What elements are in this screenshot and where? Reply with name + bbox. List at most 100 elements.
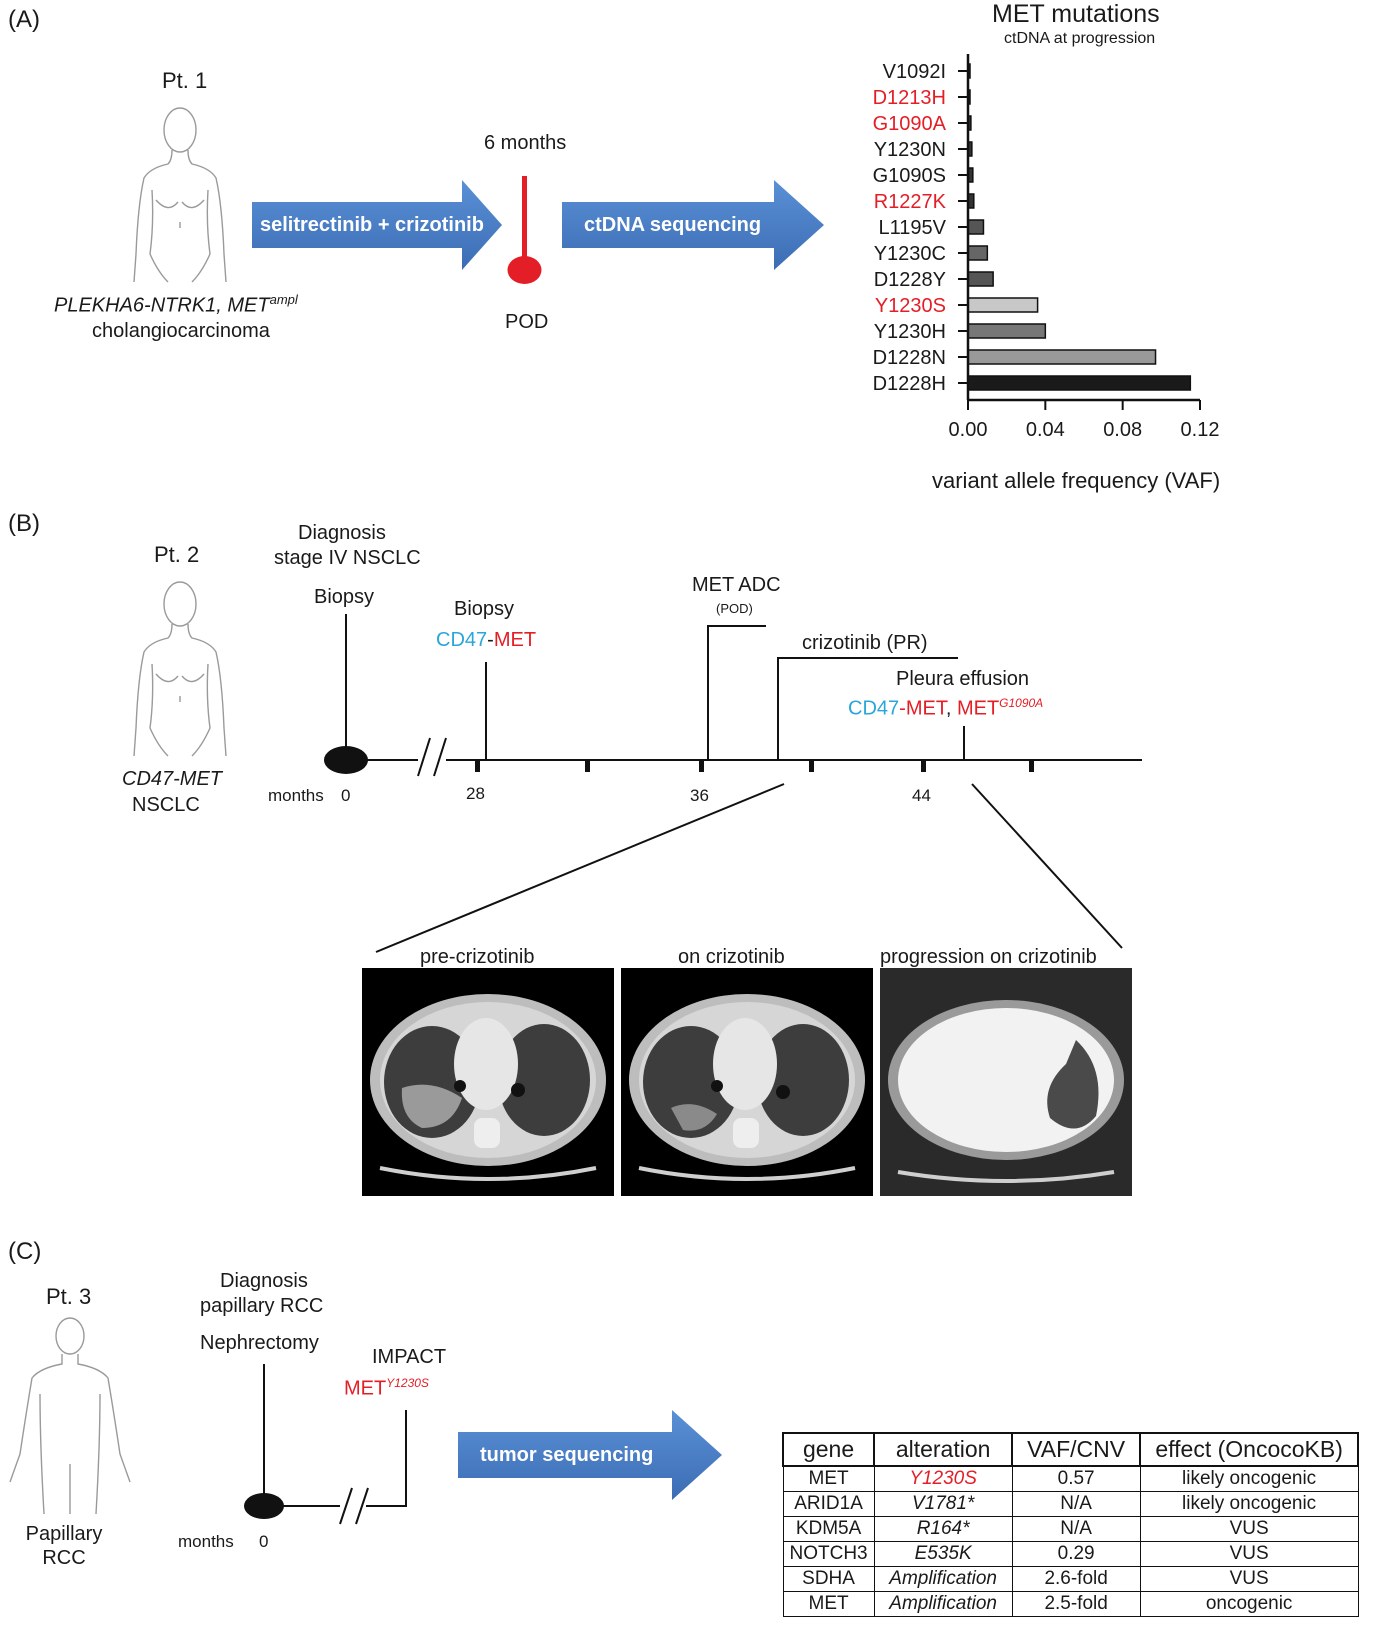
mutation-table: gene alteration VAF/CNV effect (OncocoKB… <box>781 1432 1360 1617</box>
alteration-cell: V1781* <box>873 1491 1013 1517</box>
chart-xlabel: variant allele frequency (VAF) <box>932 468 1221 493</box>
column-header: gene <box>781 1432 876 1467</box>
biopsy-1-label: Biopsy <box>314 586 375 608</box>
diagnosis-line-1: Diagnosis <box>220 1270 308 1292</box>
table-header-row: gene alteration VAF/CNV effect (OncocoKB… <box>781 1432 1360 1467</box>
diagnosis-line-2: papillary RCC <box>200 1295 324 1317</box>
impact-label: IMPACT <box>372 1346 447 1368</box>
gene-cell: MET <box>782 1465 875 1492</box>
effect-cell: VUS <box>1139 1566 1359 1592</box>
female-figure-icon <box>133 581 227 757</box>
biopsy-2-result: CD47-MET <box>436 629 537 651</box>
crizotinib-label: crizotinib (PR) <box>802 632 928 654</box>
category-label: V1092I <box>883 61 946 83</box>
pleura-label: Pleura effusion <box>896 668 1030 690</box>
timepoint-label: 6 months <box>484 132 567 154</box>
effect-cell: oncogenic <box>1139 1591 1359 1617</box>
panel-a-label: (A) <box>8 6 40 33</box>
effect-cell: VUS <box>1139 1516 1359 1542</box>
vaf-cell: 2.6-fold <box>1011 1566 1141 1592</box>
vaf-cell: N/A <box>1011 1491 1141 1517</box>
patient-2-fusion: CD47-MET <box>122 768 223 790</box>
vaf-cell: 2.5-fold <box>1011 1591 1141 1617</box>
nephrectomy-label: Nephrectomy <box>200 1332 319 1354</box>
alteration-cell: R164* <box>873 1516 1013 1542</box>
met-adc-label: MET ADC <box>692 574 781 596</box>
alteration-cell: Y1230S <box>873 1465 1013 1492</box>
column-header: VAF/CNV <box>1011 1432 1142 1467</box>
table-row: ARID1A V1781* N/A likely oncogenic <box>782 1491 1359 1517</box>
table-row: NOTCH3 E535K 0.29 VUS <box>782 1541 1359 1567</box>
table-row: SDHA Amplification 2.6-fold VUS <box>782 1566 1359 1592</box>
column-header: alteration <box>873 1432 1014 1467</box>
ctdna-arrow-label: ctDNA sequencing <box>584 214 762 236</box>
category-label: L1195V <box>879 217 947 239</box>
ct-caption: progression on crizotinib <box>880 946 1097 968</box>
panel-c-label: (C) <box>8 1238 42 1265</box>
effect-cell: likely oncogenic <box>1139 1465 1359 1492</box>
tick-label: 44 <box>912 786 931 805</box>
x-tick-label: 0.08 <box>1103 419 1142 441</box>
table-row: MET Y1230S 0.57 likely oncogenic <box>782 1465 1359 1492</box>
fusion-text: PLEKHA6-NTRK1, METampl <box>54 292 298 317</box>
patient-3-diagnosis: Papillary RCC <box>25 1523 103 1569</box>
met-adc-pod: (POD) <box>716 601 753 616</box>
pod-marker <box>507 176 542 284</box>
patient-2-label: Pt. 2 <box>154 542 200 567</box>
months-label: months <box>268 786 324 805</box>
panel-b-label: (B) <box>8 510 40 537</box>
gene-cell: KDM5A <box>782 1516 875 1542</box>
impact-result: METY1230S <box>344 1376 429 1400</box>
tick-label: 0 <box>341 786 351 805</box>
gene-cell: NOTCH3 <box>782 1541 875 1567</box>
category-label: Y1230C <box>874 243 946 265</box>
male-figure-icon <box>9 1317 131 1515</box>
chart-subtitle: ctDNA at progression <box>1004 30 1156 47</box>
category-label: G1090A <box>873 113 947 135</box>
patient-1-label: Pt. 1 <box>162 68 208 93</box>
vaf-cell: 0.29 <box>1011 1541 1141 1567</box>
therapy-arrow: selitrectinib + crizotinib <box>252 180 502 270</box>
ct-scan-pre-crizotinib <box>362 968 614 1196</box>
x-tick-label: 0.12 <box>1181 419 1220 441</box>
category-label: Y1230N <box>874 139 946 161</box>
tumor-sequencing-label: tumor sequencing <box>480 1444 654 1466</box>
category-label: Y1230S <box>875 295 946 317</box>
x-tick-label: 0.04 <box>1026 419 1065 441</box>
patient-2-timeline <box>324 614 1142 953</box>
category-label: D1228N <box>873 347 946 369</box>
gene-cell: ARID1A <box>782 1491 875 1517</box>
chart-title: MET mutations <box>992 0 1160 28</box>
pleura-result: CD47-MET, METG1090A <box>848 696 1044 720</box>
tick-label: 36 <box>690 786 709 805</box>
diagnosis-line-2: stage IV NSCLC <box>274 547 421 569</box>
vaf-cell: N/A <box>1011 1516 1141 1542</box>
patient-3-timeline <box>244 1364 407 1525</box>
diagnosis-text: cholangiocarcinoma <box>92 320 270 342</box>
tick-label: 0 <box>259 1532 269 1551</box>
therapy-arrow-label: selitrectinib + crizotinib <box>260 214 484 236</box>
vaf-cell: 0.57 <box>1011 1465 1141 1492</box>
gene-cell: MET <box>782 1591 875 1617</box>
alteration-cell: Amplification <box>873 1566 1013 1592</box>
table-row: KDM5A R164* N/A VUS <box>782 1516 1359 1542</box>
tumor-sequencing-arrow: tumor sequencing <box>458 1410 722 1500</box>
effect-cell: likely oncogenic <box>1139 1491 1359 1517</box>
category-label: D1213H <box>873 87 946 109</box>
category-label: D1228Y <box>874 269 946 291</box>
ct-caption: pre-crizotinib <box>420 946 535 968</box>
ct-caption: on crizotinib <box>678 946 785 968</box>
x-tick-label: 0.00 <box>949 419 988 441</box>
category-label: Y1230H <box>874 321 946 343</box>
category-label: R1227K <box>874 191 947 213</box>
alteration-cell: E535K <box>873 1541 1013 1567</box>
months-label: months <box>178 1532 234 1551</box>
patient-2-diagnosis: NSCLC <box>132 794 200 816</box>
effect-cell: VUS <box>1139 1541 1359 1567</box>
female-figure-icon <box>133 107 227 283</box>
biopsy-2-label: Biopsy <box>454 598 515 620</box>
patient-3-label: Pt. 3 <box>46 1284 92 1309</box>
diagnosis-line-1: Diagnosis <box>298 522 386 544</box>
ct-scan-on-crizotinib <box>621 968 873 1196</box>
category-label: D1228H <box>873 373 946 395</box>
